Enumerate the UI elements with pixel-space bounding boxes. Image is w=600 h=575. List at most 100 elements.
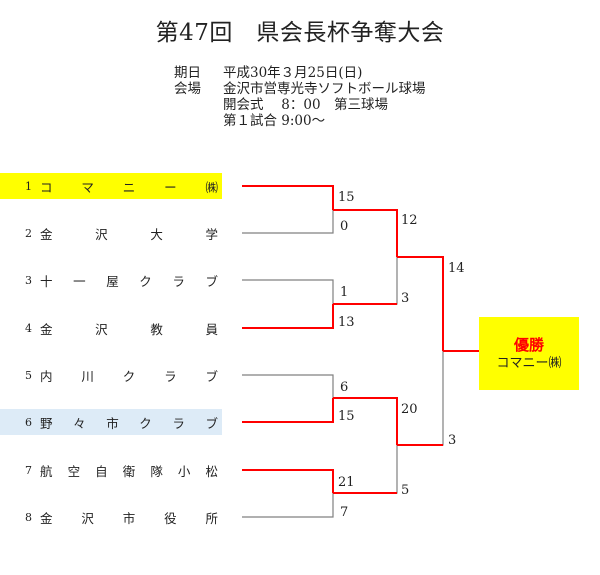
team-name-char: マ <box>81 179 94 195</box>
bracket-line-team-1 <box>242 185 334 210</box>
bracket-line-final-bottom <box>397 351 444 446</box>
team-name: 金沢市役所 <box>40 508 222 527</box>
info-opening: 開会式 8：00 第三球場 <box>174 97 426 113</box>
team-name-char: 松 <box>205 463 218 479</box>
team-name-char: 教 <box>150 321 163 337</box>
event-info: 期日 平成30年３月25日(日) 会場 金沢市営専光寺ソフトボール球場 開会式 … <box>174 65 426 129</box>
team-name: 金沢大学 <box>40 224 222 243</box>
team-name-char: ラ <box>164 368 177 384</box>
team-name-char: 一 <box>73 273 86 289</box>
info-venue: 会場 金沢市営専光寺ソフトボール球場 <box>174 81 426 97</box>
team-name-char: 大 <box>150 226 163 242</box>
score-r1-team-7: 21 <box>338 475 355 490</box>
score-final-top: 14 <box>448 261 465 276</box>
team-name-char: 市 <box>122 510 136 526</box>
info-label: 会場 <box>174 81 201 97</box>
team-name-char: 沢 <box>95 321 108 337</box>
score-r2-sf1-bottom: 3 <box>401 291 410 306</box>
team-name-char: ク <box>139 273 152 289</box>
page-title: 第47回 県会長杯争奪大会 <box>155 20 445 46</box>
info-first-game: 第１試合 9:00～ <box>174 113 426 129</box>
team-name-char: 空 <box>67 463 81 479</box>
team-name-char: ク <box>139 415 152 431</box>
team-name-char: 金 <box>40 226 53 242</box>
team-name-char: ブ <box>205 368 218 384</box>
score-r1-team-1: 15 <box>338 190 355 205</box>
team-name-char: 市 <box>106 415 119 431</box>
team-name-char: 航 <box>40 463 53 479</box>
team-seed: 1 <box>25 179 32 193</box>
team-name: 十一屋クラブ <box>40 271 222 290</box>
team-name-char: コ <box>40 179 53 195</box>
team-name-char: 十 <box>40 273 53 289</box>
info-date: 期日 平成30年３月25日(日) <box>174 65 426 81</box>
team-seed: 8 <box>25 510 32 524</box>
info-value: 開会式 8：00 第三球場 <box>223 97 389 113</box>
bracket-line-sf2-top <box>333 397 398 445</box>
team-name-char: 小 <box>177 463 191 479</box>
team-name-char: 屋 <box>106 273 119 289</box>
team-seed: 3 <box>25 273 32 287</box>
team-name-char: 金 <box>40 510 53 526</box>
team-name-char: 自 <box>95 463 108 479</box>
team-name-char: 沢 <box>81 510 94 526</box>
team-name-char: 学 <box>205 226 218 242</box>
team-seed: 7 <box>25 463 32 477</box>
team-seed: 4 <box>25 321 32 335</box>
champion-name: コマニー㈱ <box>496 355 562 371</box>
team-name-char: ブ <box>205 415 218 431</box>
bracket-line-team-6 <box>242 398 334 423</box>
team-name-char: 衛 <box>122 463 136 479</box>
info-value: 平成30年３月25日(日) <box>223 65 363 81</box>
bracket-line-team-2 <box>242 210 334 234</box>
team-name-char: ㈱ <box>205 179 218 195</box>
team-name: 航空自衛隊小松 <box>40 461 222 480</box>
team-name-char: 内 <box>40 368 53 384</box>
info-label: 期日 <box>174 65 201 81</box>
info-value: 金沢市営専光寺ソフトボール球場 <box>223 81 426 97</box>
team-name: 金沢教員 <box>40 319 222 338</box>
team-seed: 5 <box>25 368 32 382</box>
bracket-line-final-top <box>397 256 444 351</box>
team-name-char: 々 <box>73 415 86 431</box>
team-name-char: ク <box>122 368 136 384</box>
team-name-char: ー <box>164 179 177 195</box>
score-r2-sf1-top: 12 <box>401 213 418 228</box>
bracket-line-team-4 <box>242 304 334 329</box>
champion-title: 優勝 <box>513 335 544 354</box>
team-name-char: 所 <box>205 510 218 526</box>
info-value: 第１試合 9:00～ <box>223 113 326 129</box>
team-name-char: ブ <box>205 273 218 289</box>
team-seed: 2 <box>25 226 32 240</box>
team-name-char: 役 <box>164 510 177 526</box>
champion-box: 優勝 コマニー㈱ <box>479 317 579 390</box>
score-r1-team-5: 6 <box>340 380 349 395</box>
team-seed: 6 <box>25 415 32 429</box>
team-name-char: ニ <box>122 179 136 195</box>
team-name: コ マ ニ ー ㈱ <box>40 177 222 196</box>
score-final-bottom: 3 <box>448 433 457 448</box>
team-name-char: 野 <box>40 415 53 431</box>
team-name: 野々市クラブ <box>40 413 222 432</box>
score-r1-team-3: 1 <box>340 285 349 300</box>
score-r1-team-6: 15 <box>338 409 355 424</box>
score-r2-sf2-bottom: 5 <box>401 483 410 498</box>
score-r1-team-8: 7 <box>340 505 349 520</box>
bracket-line-team-5 <box>242 374 334 398</box>
team-name-char: 金 <box>40 321 53 337</box>
team-name-char: ラ <box>172 415 185 431</box>
team-name-char: 隊 <box>150 463 163 479</box>
bracket-line-team-3 <box>242 279 334 304</box>
score-r1-team-4: 13 <box>338 315 355 330</box>
team-name-char: ラ <box>172 273 185 289</box>
team-name-char: 沢 <box>95 226 108 242</box>
